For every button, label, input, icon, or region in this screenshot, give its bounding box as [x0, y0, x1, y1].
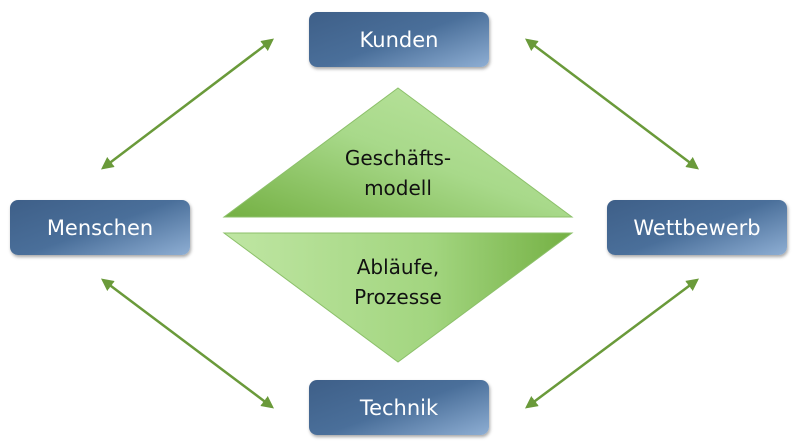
arrow-kunden-wettbewerb — [525, 38, 699, 170]
arrow-menschen-kunden — [101, 38, 274, 170]
business-model-label: Geschäfts- modell — [298, 143, 498, 203]
node-technik: Technik — [309, 380, 489, 435]
processes-line1: Abläufe, — [356, 255, 440, 279]
node-label: Technik — [359, 395, 439, 420]
business-model-line1: Geschäfts- — [344, 146, 452, 170]
arrow-technik-wettbewerb — [524, 278, 700, 409]
node-label: Kunden — [359, 27, 439, 52]
processes-triangle — [222, 232, 574, 363]
node-menschen: Menschen — [10, 200, 190, 255]
node-kunden: Kunden — [309, 12, 489, 67]
node-wettbewerb: Wettbewerb — [607, 200, 787, 255]
business-model-line2: modell — [364, 176, 432, 200]
arrow-menschen-technik — [101, 278, 274, 409]
node-label: Menschen — [46, 215, 154, 240]
processes-line2: Prozesse — [354, 285, 442, 309]
node-label: Wettbewerb — [633, 215, 761, 240]
business-model-triangle — [222, 87, 574, 218]
processes-label: Abläufe, Prozesse — [298, 252, 498, 312]
